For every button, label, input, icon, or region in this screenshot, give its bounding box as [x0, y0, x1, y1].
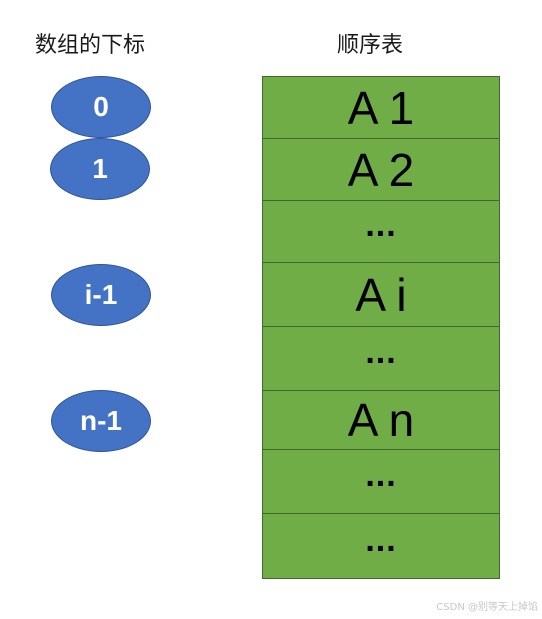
table-cell: A n — [263, 391, 499, 450]
index-ellipse: 1 — [50, 138, 150, 200]
index-ellipse: i-1 — [51, 264, 151, 326]
index-ellipse: n-1 — [51, 390, 151, 452]
cell-label: ... — [365, 520, 397, 559]
sequence-table-heading: 顺序表 — [336, 33, 403, 58]
watermark: CSDN @别等天上掉馅 — [436, 602, 538, 613]
cell-label: A 1 — [347, 81, 415, 134]
cell-label: ... — [365, 456, 397, 494]
table-cell: A 1 — [263, 77, 499, 139]
table-cell: ... — [263, 450, 499, 514]
index-label: i-1 — [84, 279, 118, 310]
table-cell: A 2 — [263, 139, 499, 201]
index-label: 1 — [92, 153, 108, 184]
cell-label: A n — [347, 394, 415, 446]
cell-label: ... — [365, 206, 397, 244]
index-label: n-1 — [80, 405, 122, 436]
sequence-table: A 1 A 2 ... A i ... A n ... ... — [262, 76, 500, 579]
cell-label: ... — [365, 333, 397, 371]
table-cell: ... — [263, 201, 499, 263]
table-cell: A i — [263, 263, 499, 327]
cell-label: A 2 — [347, 143, 415, 196]
cell-label: A i — [355, 268, 407, 321]
indices-heading: 数组的下标 — [34, 33, 145, 58]
index-label: 0 — [93, 91, 109, 122]
table-cell: ... — [263, 514, 499, 578]
index-ellipse: 0 — [51, 76, 151, 138]
table-cell: ... — [263, 327, 499, 391]
